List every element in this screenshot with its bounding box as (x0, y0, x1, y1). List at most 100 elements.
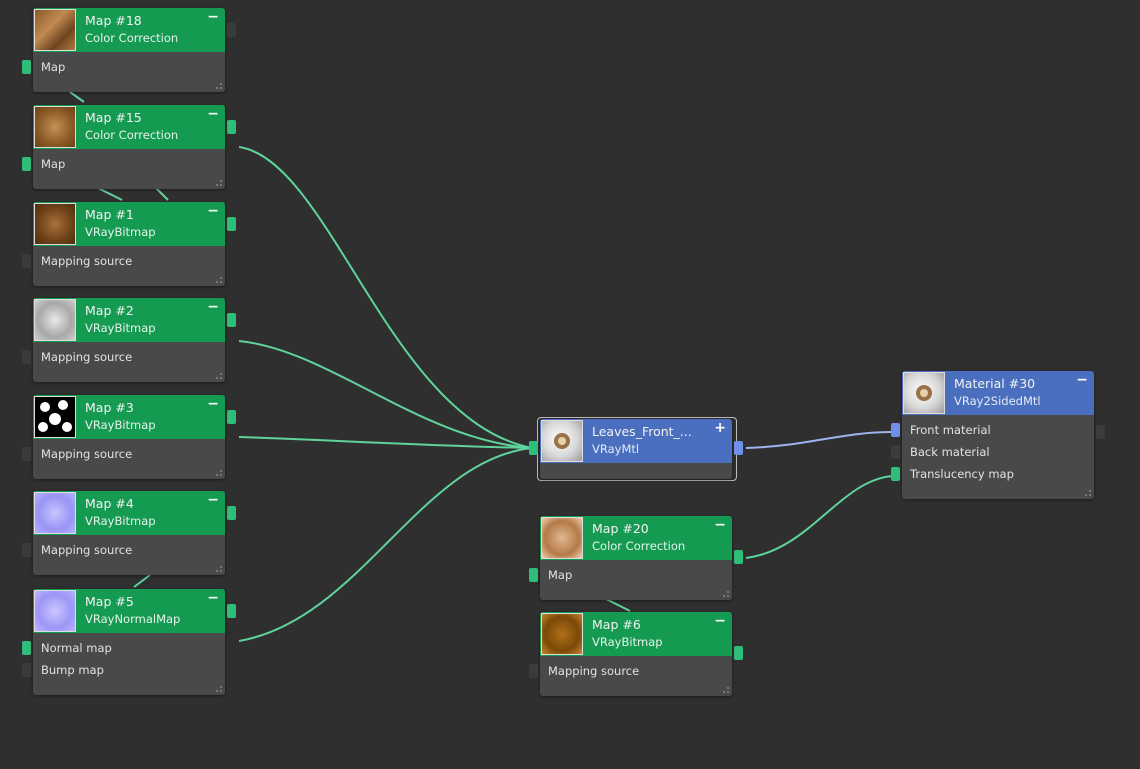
node-body (540, 463, 732, 479)
collapse-icon[interactable]: − (714, 613, 726, 629)
output-port[interactable] (227, 313, 236, 327)
output-port[interactable] (1096, 425, 1105, 439)
node-name: Material #30 (954, 376, 1036, 391)
wire-map18-to-map15 (69, 91, 85, 103)
texture-thumbnail (34, 106, 76, 148)
input-label: Mapping source (548, 664, 640, 678)
input-port[interactable] (22, 60, 31, 74)
resize-grip[interactable] (216, 470, 222, 476)
texture-thumbnail (34, 203, 76, 245)
input-port[interactable] (22, 641, 31, 655)
node-name: Map #20 (592, 521, 649, 536)
node-name: Leaves_Front_... (592, 424, 692, 439)
resize-grip[interactable] (1085, 490, 1091, 496)
input-port[interactable] (22, 447, 31, 461)
node-header[interactable]: Map #1 VRayBitmap − (33, 202, 236, 246)
node-map-5[interactable]: Map #5 VRayNormalMap − Normal map Bump m… (22, 589, 236, 695)
collapse-icon[interactable]: − (207, 590, 219, 606)
material-thumbnail (541, 420, 583, 462)
node-leaves-front-material[interactable]: Leaves_Front_... VRayMtl + (529, 419, 743, 479)
input-port[interactable] (529, 664, 538, 678)
resize-grip[interactable] (216, 180, 222, 186)
resize-grip[interactable] (216, 373, 222, 379)
input-row: Mapping source (22, 443, 225, 465)
texture-thumbnail (34, 396, 76, 438)
wire-map15-to-leaves[interactable] (238, 146, 533, 449)
input-label: Map (41, 157, 66, 171)
output-port[interactable] (227, 506, 236, 520)
output-port[interactable] (227, 604, 236, 618)
node-header[interactable]: Map #20 Color Correction − (540, 516, 743, 564)
node-header[interactable]: Map #15 Color Correction − (33, 105, 236, 149)
input-port[interactable] (22, 157, 31, 171)
input-port[interactable] (529, 568, 538, 582)
node-header[interactable]: Material #30 VRay2SidedMtl − (902, 371, 1094, 415)
output-port[interactable] (227, 217, 236, 231)
input-row-bump-map: Bump map (22, 659, 225, 681)
collapse-icon[interactable]: − (1076, 372, 1088, 388)
node-name: Map #4 (85, 496, 134, 511)
wire-map20-to-mat30[interactable] (745, 475, 894, 559)
node-body: Mapping source (22, 439, 225, 479)
texture-thumbnail (541, 517, 583, 559)
input-port[interactable] (529, 441, 538, 455)
node-map-6[interactable]: Map #6 VRayBitmap − Mapping source (529, 612, 743, 696)
material-sphere-icon (916, 385, 932, 401)
output-port[interactable] (227, 23, 236, 37)
texture-thumbnail (34, 9, 76, 51)
node-map-20[interactable]: Map #20 Color Correction − Map (529, 516, 743, 600)
wire-map5-to-leaves[interactable] (238, 447, 533, 642)
input-row-front-material: Front material (891, 419, 1094, 441)
input-label: Mapping source (41, 254, 133, 268)
input-port[interactable] (22, 254, 31, 268)
node-header[interactable]: Leaves_Front_... VRayMtl + (529, 419, 743, 463)
output-port[interactable] (734, 550, 743, 564)
output-port[interactable] (734, 441, 743, 455)
node-material-30[interactable]: Material #30 VRay2SidedMtl − Front mater… (891, 371, 1105, 499)
node-header[interactable]: Map #4 VRayBitmap − (33, 491, 236, 535)
resize-grip[interactable] (723, 591, 729, 597)
collapse-icon[interactable]: − (207, 299, 219, 315)
input-port[interactable] (891, 467, 900, 481)
node-map-15[interactable]: Map #15 Color Correction − Map (22, 105, 236, 189)
node-map-1[interactable]: Map #1 VRayBitmap − Mapping source (22, 202, 236, 286)
node-header[interactable]: Map #2 VRayBitmap − (33, 298, 236, 342)
collapse-icon[interactable]: − (714, 517, 726, 533)
node-map-3[interactable]: Map #3 VRayBitmap − Mapping source (22, 395, 236, 479)
resize-grip[interactable] (216, 83, 222, 89)
node-header[interactable]: Map #5 VRayNormalMap − (33, 589, 236, 633)
collapse-icon[interactable]: − (207, 106, 219, 122)
wire-map3-to-leaves[interactable] (238, 436, 533, 449)
output-port[interactable] (227, 410, 236, 424)
node-map-18[interactable]: Map #18 Color Correction − Map (22, 8, 236, 92)
resize-grip[interactable] (216, 686, 222, 692)
node-header[interactable]: Map #6 VRayBitmap − (540, 612, 743, 660)
output-port[interactable] (227, 120, 236, 134)
texture-thumbnail (541, 613, 583, 655)
input-port[interactable] (22, 663, 31, 677)
output-port[interactable] (734, 646, 743, 660)
input-port[interactable] (22, 543, 31, 557)
wire-leaves-to-mat30[interactable] (745, 431, 894, 449)
collapse-icon[interactable]: − (207, 9, 219, 25)
resize-grip[interactable] (216, 277, 222, 283)
input-port[interactable] (891, 445, 900, 459)
collapse-icon[interactable]: − (207, 203, 219, 219)
resize-grip[interactable] (216, 566, 222, 572)
node-header[interactable]: Map #3 VRayBitmap − (33, 395, 236, 439)
leaf-mask-icon (38, 400, 72, 432)
node-header[interactable]: Map #18 Color Correction − (33, 8, 236, 52)
node-type: Color Correction (592, 539, 686, 553)
collapse-icon[interactable]: − (207, 492, 219, 508)
input-port[interactable] (891, 423, 900, 437)
expand-icon[interactable]: + (714, 420, 726, 436)
node-map-2[interactable]: Map #2 VRayBitmap − Mapping source (22, 298, 236, 382)
node-map-4[interactable]: Map #4 VRayBitmap − Mapping source (22, 491, 236, 575)
texture-thumbnail (34, 590, 76, 632)
wire-map2-to-leaves[interactable] (238, 340, 533, 449)
input-label: Back material (910, 445, 990, 459)
collapse-icon[interactable]: − (207, 396, 219, 412)
input-port[interactable] (22, 350, 31, 364)
resize-grip[interactable] (723, 687, 729, 693)
node-body: Map (22, 149, 225, 189)
